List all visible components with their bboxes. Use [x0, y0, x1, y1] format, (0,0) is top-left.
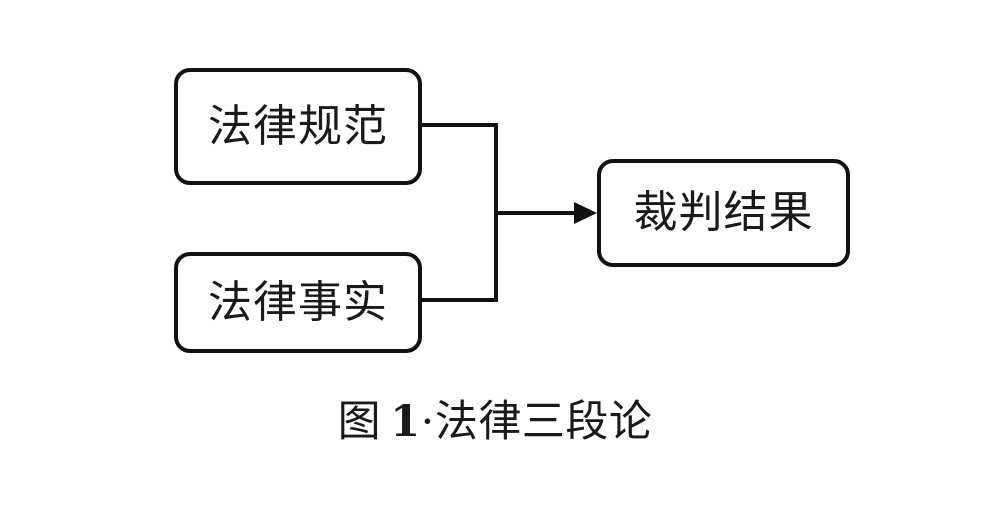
node-legal-norm-label: 法律规范 — [208, 100, 388, 152]
arrowhead-icon — [574, 202, 597, 224]
figure-caption-prefix: 图 — [337, 397, 382, 447]
figure-caption-separator: · — [420, 397, 435, 447]
figure-caption: 图 1·法律三段论 — [0, 397, 990, 447]
node-legal-norm[interactable]: 法律规范 — [174, 68, 422, 185]
node-judgment-result-label: 裁判结果 — [633, 187, 814, 238]
node-judgment-result[interactable]: 裁判结果 — [597, 159, 850, 267]
node-legal-fact-label: 法律事实 — [208, 276, 388, 328]
figure-caption-index: 1 — [390, 397, 421, 447]
figure-caption-title: 法律三段论 — [434, 397, 653, 447]
node-legal-fact[interactable]: 法律事实 — [174, 252, 422, 353]
